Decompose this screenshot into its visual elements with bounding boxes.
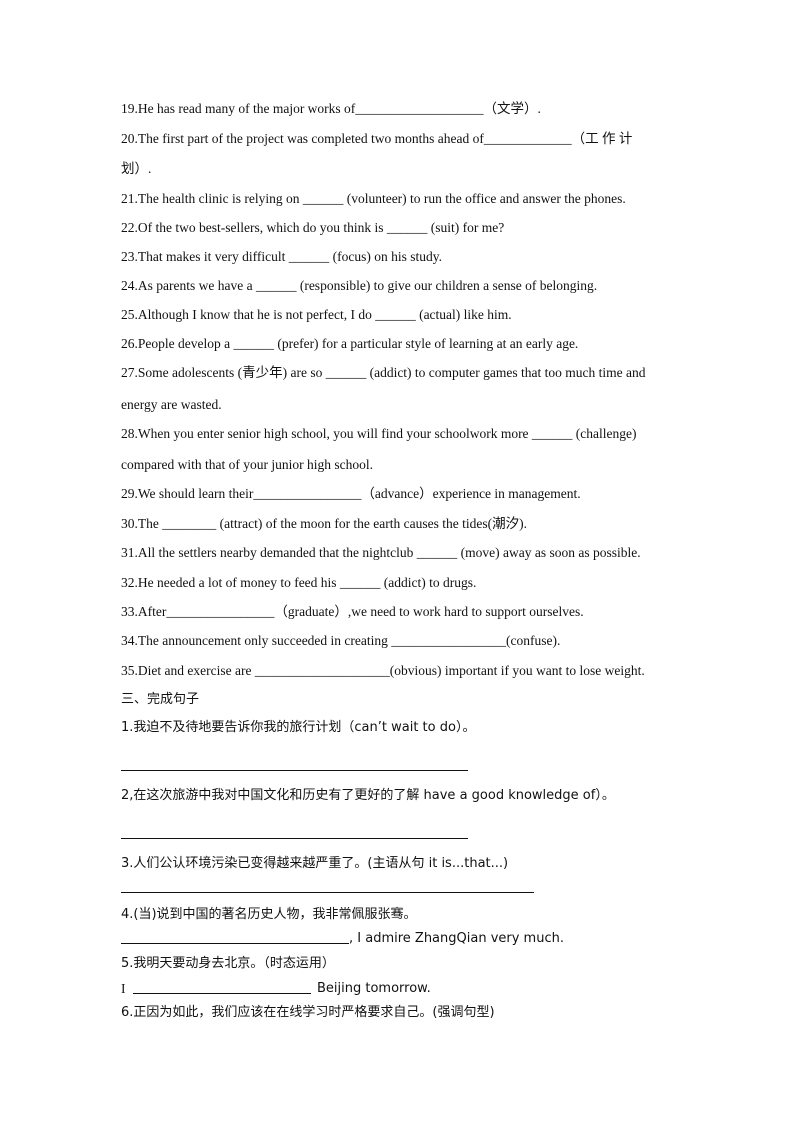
answer-5-prefix: I	[121, 981, 126, 996]
answer-line-4	[121, 943, 349, 944]
question-35: 35.Diet and exercise are _______________…	[121, 663, 645, 678]
translation-item-2: 2,在这次旅游中我对中国文化和历史有了更好的了解 have a good kno…	[121, 788, 615, 803]
answer-4-suffix: , I admire ZhangQian very much.	[349, 931, 564, 946]
answer-line-1	[121, 770, 468, 771]
answer-line-5	[133, 993, 311, 994]
question-29: 29.We should learn their________________…	[121, 486, 581, 501]
answer-line-3	[121, 892, 534, 893]
question-21: 21.The health clinic is relying on _____…	[121, 191, 626, 206]
question-20: 20.The first part of the project was com…	[121, 131, 633, 146]
translation-item-3: 3.人们公认环境污染已变得越来越严重了。(主语从句 it is...that..…	[121, 856, 509, 871]
question-20-continued: 划）.	[121, 161, 152, 176]
question-28: 28.When you enter senior high school, yo…	[121, 426, 637, 441]
translation-item-4: 4.(当)说到中国的著名历史人物，我非常佩服张骞。	[121, 907, 417, 922]
question-27: 27.Some adolescents (青少年) are so ______ …	[121, 365, 646, 380]
question-22: 22.Of the two best-sellers, which do you…	[121, 220, 505, 235]
translation-item-1: 1.我迫不及待地要告诉你我的旅行计划（can’t wait to do）。	[121, 720, 476, 735]
question-19: 19.He has read many of the major works o…	[121, 101, 541, 116]
translation-item-5: 5.我明天要动身去北京。（时态运用）	[121, 956, 335, 971]
section-3-title: 三、完成句子	[121, 692, 200, 707]
question-24: 24.As parents we have a ______ (responsi…	[121, 278, 598, 293]
question-31: 31.All the settlers nearby demanded that…	[121, 545, 641, 560]
answer-5-suffix: Beijing tomorrow.	[317, 981, 431, 996]
question-34: 34.The announcement only succeeded in cr…	[121, 633, 561, 648]
question-28-continued: compared with that of your junior high s…	[121, 457, 373, 472]
question-32: 32.He needed a lot of money to feed his …	[121, 575, 477, 590]
question-33: 33.After________________（graduate）,we ne…	[121, 604, 584, 619]
question-23: 23.That makes it very difficult ______ (…	[121, 249, 442, 264]
question-27-continued: energy are wasted.	[121, 397, 222, 412]
question-26: 26.People develop a ______ (prefer) for …	[121, 336, 579, 351]
question-25: 25.Although I know that he is not perfec…	[121, 307, 512, 322]
question-30: 30.The ________ (attract) of the moon fo…	[121, 516, 527, 531]
answer-line-2	[121, 838, 468, 839]
translation-item-6: 6.正因为如此，我们应该在在线学习时严格要求自己。(强调句型)	[121, 1005, 495, 1020]
